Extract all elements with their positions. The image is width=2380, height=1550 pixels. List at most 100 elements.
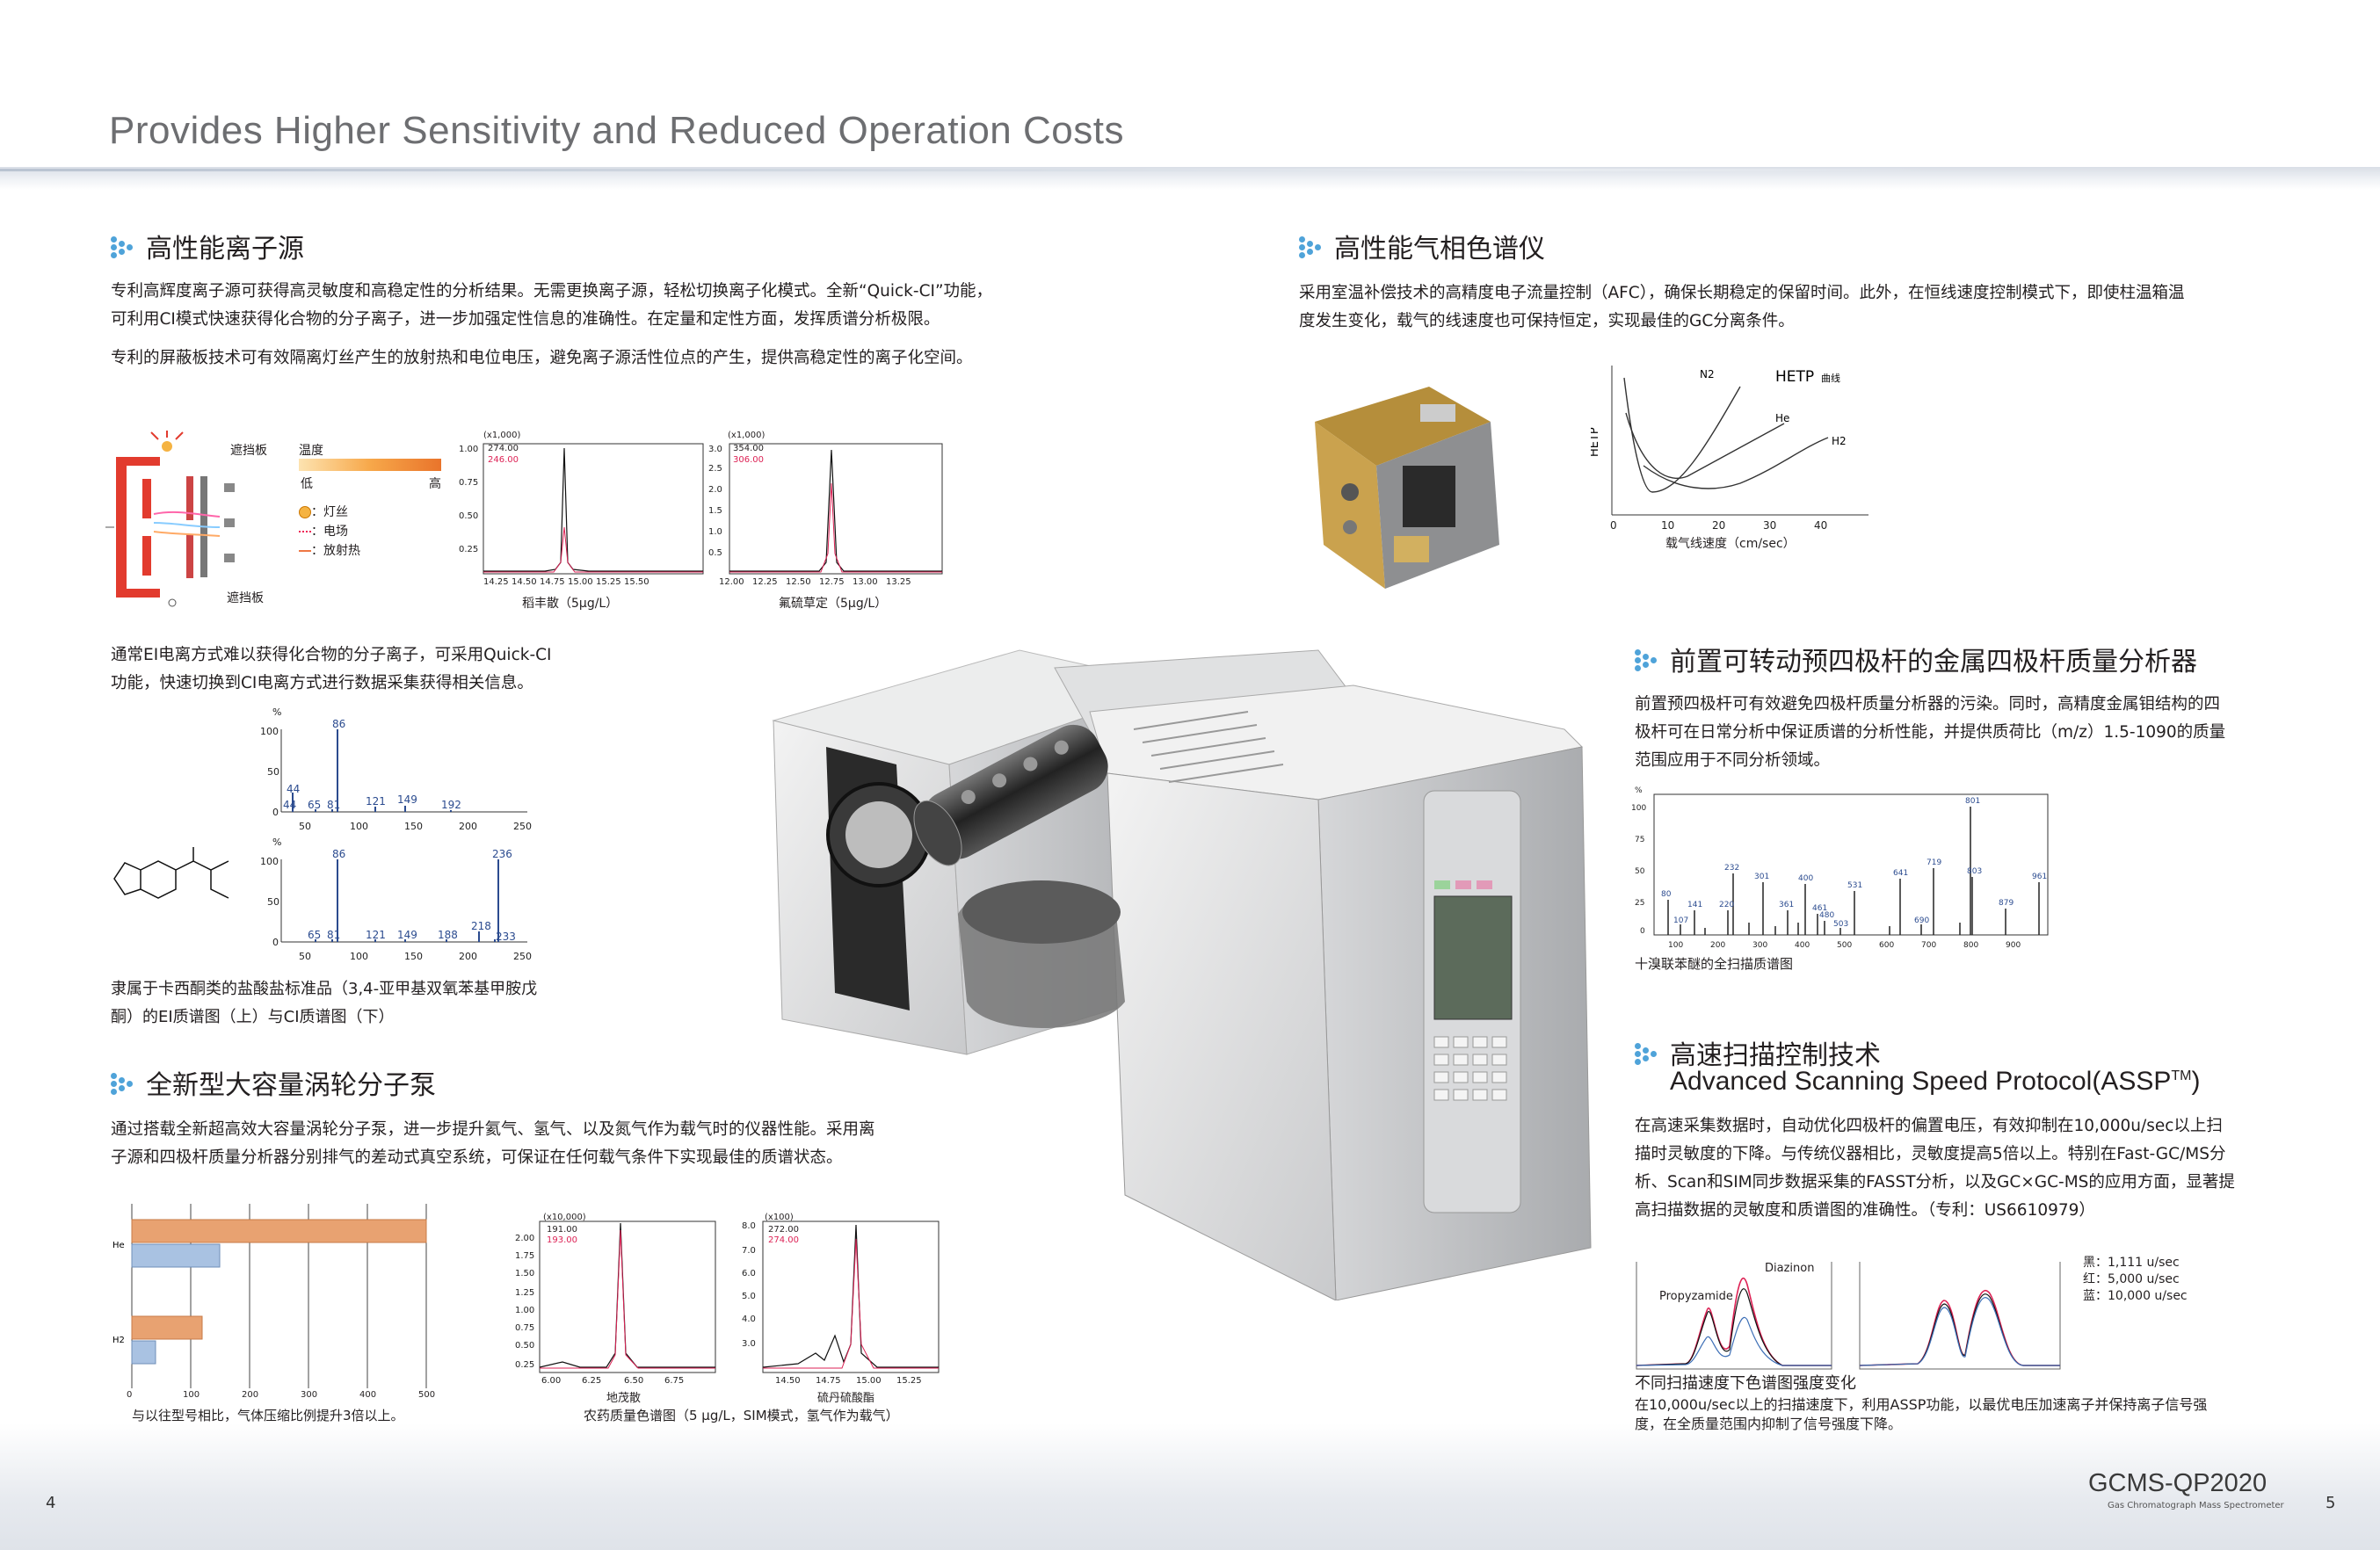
- svg-text:1.75: 1.75: [515, 1251, 534, 1261]
- svg-text:12.50: 12.50: [786, 577, 811, 587]
- quad-caption: 十溴联苯醚的全扫描质谱图: [1635, 956, 1794, 972]
- field-icon: [299, 531, 311, 532]
- svg-text:15.00: 15.00: [856, 1376, 882, 1386]
- svg-text:233: 233: [496, 931, 516, 943]
- text-line: 隶属于卡西酮类的盐酸盐标准品（3,4-亚甲基双氧苯基甲胺戊: [111, 980, 538, 998]
- svg-text:0.25: 0.25: [515, 1360, 534, 1370]
- svg-text:149: 149: [397, 929, 417, 941]
- svg-text:15.00: 15.00: [568, 577, 593, 587]
- text-line: 专利高辉度离子源可获得高灵敏度和高稳定性的分析结果。无需更换离子源，轻松切换离子…: [111, 282, 993, 301]
- temp-gradient-bar: [299, 459, 441, 471]
- ion-source-title-text: 高性能离子源: [146, 234, 304, 264]
- legend-text: ：灯丝: [311, 505, 348, 519]
- svg-text:2.0: 2.0: [708, 485, 722, 495]
- text-line: 可利用CI模式快速获得化合物的分子离子，进一步加强定性信息的准确性。在定量和定性…: [111, 310, 940, 329]
- afc-module-image: [1297, 369, 1508, 598]
- svg-text:14.25: 14.25: [483, 577, 509, 587]
- svg-text:0: 0: [1610, 519, 1617, 532]
- ion-source-diagram: [105, 431, 457, 615]
- text-line: 子源和四极杆质量分析器分别排气的差动式真空系统，可保证在任何载气条件下实现最佳的…: [111, 1148, 843, 1167]
- quad-title-text: 前置可转动预四极杆的金属四极杆质量分析器: [1670, 647, 2197, 677]
- svg-text:3.0: 3.0: [742, 1339, 756, 1349]
- svg-text:188: 188: [438, 929, 458, 941]
- svg-text:1.00: 1.00: [459, 445, 478, 454]
- svg-text:0.50: 0.50: [515, 1341, 534, 1351]
- legend-text: ：电场: [311, 525, 348, 539]
- scan-para: 在高速采集数据时，自动优化四极杆的偏置电压，有效抑制在10,000u/sec以上…: [1635, 1112, 2303, 1225]
- svg-text:25: 25: [1635, 899, 1644, 908]
- svg-text:12.25: 12.25: [752, 577, 778, 587]
- svg-text:%: %: [1635, 786, 1643, 795]
- gc-para: 采用室温补偿技术的高精度电子流量控制（AFC），确保长期稳定的保留时间。此外，在…: [1299, 279, 2283, 336]
- chart3-scale: (x10,000): [543, 1213, 586, 1222]
- svg-text:400: 400: [1795, 941, 1810, 950]
- svg-text:40: 40: [1814, 519, 1827, 532]
- svg-text:0.5: 0.5: [708, 548, 722, 558]
- bullet-dots-icon: [111, 235, 134, 258]
- text-line: 范围应用于不同分析领域。: [1635, 751, 1831, 770]
- temp-high: 高: [429, 477, 441, 491]
- svg-text:107: 107: [1673, 916, 1688, 925]
- svg-text:700: 700: [1921, 941, 1936, 950]
- chart2-xlabel: 氟硫草定（5μg/L）: [779, 597, 888, 611]
- svg-text:8.0: 8.0: [742, 1221, 756, 1231]
- svg-text:He: He: [112, 1241, 125, 1250]
- svg-text:500: 500: [1837, 941, 1852, 950]
- molecule-structure: [105, 844, 255, 923]
- svg-text:44: 44: [287, 783, 300, 795]
- svg-text:961: 961: [2032, 873, 2047, 881]
- svg-text:100: 100: [350, 821, 368, 832]
- svg-text:HETP: HETP: [1775, 368, 1814, 386]
- svg-text:531: 531: [1847, 881, 1862, 890]
- spectrum-caption: 隶属于卡西酮类的盐酸盐标准品（3,4-亚甲基双氧苯基甲胺戊 酮）的EI质谱图（上…: [111, 975, 603, 1032]
- svg-text:218: 218: [471, 920, 491, 932]
- legend-text: ：放射热: [311, 544, 360, 558]
- text-line: 采用室温补偿技术的高精度电子流量控制（AFC），确保长期稳定的保留时间。此外，在…: [1299, 284, 2185, 302]
- scan-speed-legend: 黑：1,111 u/sec 红：5,000 u/sec 蓝：10,000 u/s…: [2083, 1255, 2188, 1305]
- chart3-series-a: 191.00: [547, 1225, 577, 1235]
- svg-text:50: 50: [299, 951, 311, 962]
- chart1-xlabel: 稻丰散（5μg/L）: [522, 597, 619, 611]
- quickci-text: 通常EI电离方式难以获得化合物的分子离子，可采用Quick-CI 功能，快速切换…: [111, 641, 603, 698]
- svg-text:HETP: HETP: [1591, 427, 1601, 457]
- svg-text:690: 690: [1914, 916, 1929, 925]
- svg-text:250: 250: [513, 821, 532, 832]
- chart4-series-a: 272.00: [768, 1225, 799, 1235]
- svg-text:200: 200: [1710, 941, 1725, 950]
- ion-source-para1: 专利高辉度离子源可获得高灵敏度和高稳定性的分析结果。无需更换离子源，轻松切换离子…: [111, 278, 1095, 334]
- svg-text:0.25: 0.25: [459, 545, 478, 554]
- bullet-dots-icon: [1299, 235, 1322, 258]
- svg-text:86: 86: [332, 718, 345, 730]
- text-line: 极杆可在日常分析中保证质谱的分析性能，并提供质荷比（m/z）1.5-1090的质…: [1635, 723, 2226, 742]
- text-line: 前置预四极杆可有效避免四极杆质量分析器的污染。同时，高精度金属钼结构的四: [1635, 695, 2221, 713]
- quad-title: 前置可转动预四极杆的金属四极杆质量分析器: [1635, 640, 2197, 678]
- chart3-series-b: 193.00: [547, 1235, 577, 1245]
- svg-text:800: 800: [1963, 941, 1978, 950]
- svg-text:232: 232: [1724, 864, 1739, 873]
- scan-subtitle: Advanced Scanning Speed Protocol(ASSPTM): [1670, 1067, 2200, 1097]
- svg-text:461: 461: [1812, 904, 1827, 913]
- shield-label-bottom: 遮挡板: [227, 591, 264, 605]
- svg-text:719: 719: [1926, 858, 1941, 867]
- svg-text:12.00: 12.00: [719, 577, 744, 587]
- svg-text:121: 121: [366, 795, 386, 808]
- svg-text:150: 150: [404, 821, 423, 832]
- gc-title-text: 高性能气相色谱仪: [1334, 234, 1545, 264]
- text-line: 通过搭载全新超高效大容量涡轮分子泵，进一步提升氦气、氢气、以及氮气作为载气时的仪…: [111, 1120, 875, 1139]
- text-line: 高扫描数据的灵敏度和质谱图的准确性。（专利：US6610979）: [1635, 1201, 2095, 1220]
- svg-text:1.0: 1.0: [708, 527, 722, 537]
- model-subtitle: Gas Chromatograph Mass Spectrometer: [2108, 1501, 2284, 1510]
- svg-text:0.75: 0.75: [515, 1323, 534, 1333]
- text-line: 功能，快速切换到CI电离方式进行数据采集获得相关信息。: [111, 674, 533, 692]
- svg-text:1.5: 1.5: [708, 506, 722, 516]
- svg-text:14.50: 14.50: [775, 1376, 801, 1386]
- scan-title-text: 高速扫描控制技术: [1670, 1040, 1881, 1071]
- svg-text:200: 200: [459, 821, 477, 832]
- svg-text:N2: N2: [1700, 368, 1715, 380]
- svg-text:6.0: 6.0: [742, 1269, 756, 1278]
- legend-text: 黑：1,111 u/sec: [2083, 1256, 2180, 1270]
- svg-text:7.0: 7.0: [742, 1246, 756, 1256]
